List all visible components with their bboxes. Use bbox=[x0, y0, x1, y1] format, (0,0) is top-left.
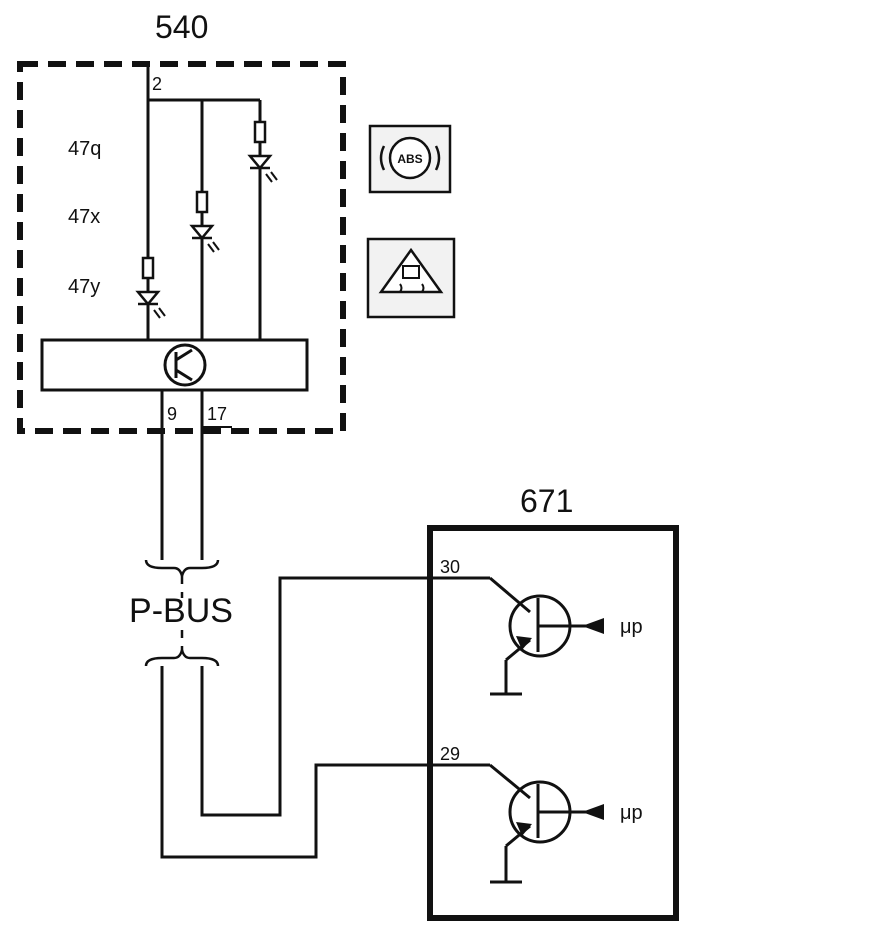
led-47q-label: 47q bbox=[68, 138, 101, 160]
pin-29-label: 29 bbox=[440, 744, 460, 764]
module-540-boundary bbox=[17, 61, 346, 434]
mp-label-lower: μp bbox=[620, 802, 643, 824]
led-47x-label: 47x bbox=[68, 206, 100, 228]
pin-30-label: 30 bbox=[440, 557, 460, 577]
module-540-title: 540 bbox=[155, 9, 208, 45]
pin-9-label: 9 bbox=[167, 404, 177, 424]
svg-text:ABS: ABS bbox=[397, 152, 422, 166]
p-bus-label: P-BUS bbox=[129, 592, 233, 630]
bus-upper-brace bbox=[144, 559, 220, 577]
bus-lower-brace bbox=[144, 649, 220, 667]
pin-2-label: 2 bbox=[152, 74, 162, 94]
wire-to-pin-30 bbox=[200, 576, 490, 817]
traction-control-warning-icon bbox=[366, 237, 456, 319]
led-47x-symbol bbox=[189, 190, 220, 253]
module-671-boundary bbox=[427, 525, 679, 921]
pin-17-label: 17 bbox=[207, 404, 227, 424]
transistor-icon bbox=[163, 343, 207, 387]
led-47y-label: 47y bbox=[68, 276, 100, 298]
wire-to-pin-29 bbox=[160, 666, 490, 859]
led-47q-symbol bbox=[247, 120, 278, 183]
module-671-title: 671 bbox=[520, 483, 573, 519]
output-transistor-lower bbox=[489, 763, 604, 884]
led-47y-symbol bbox=[135, 256, 166, 319]
abs-warning-icon: ABS bbox=[368, 124, 452, 194]
mp-label-upper: μp bbox=[620, 616, 643, 638]
output-transistor-upper bbox=[489, 576, 604, 696]
